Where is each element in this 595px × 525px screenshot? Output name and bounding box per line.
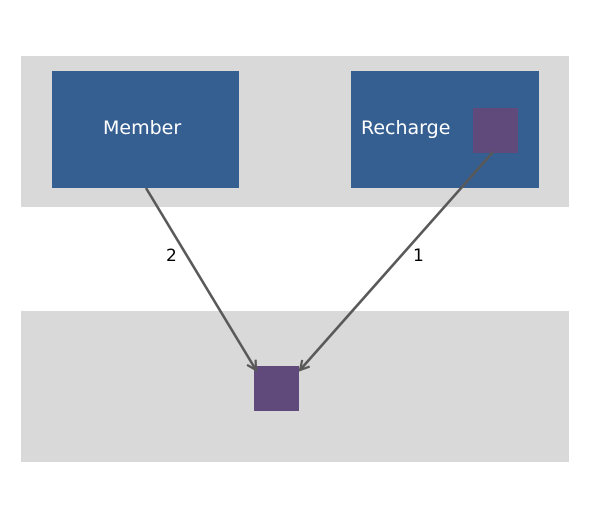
recharge-square [473,108,518,153]
arrow-recharge-to-target [300,151,494,370]
recharge-label: Recharge [361,117,451,139]
target-square [254,366,299,411]
member-box: Member [52,71,239,188]
edge-label-member: 2 [166,246,177,266]
edge-label-recharge: 1 [413,246,424,266]
member-label: Member [103,117,182,139]
arrow-member-to-target [144,187,256,370]
